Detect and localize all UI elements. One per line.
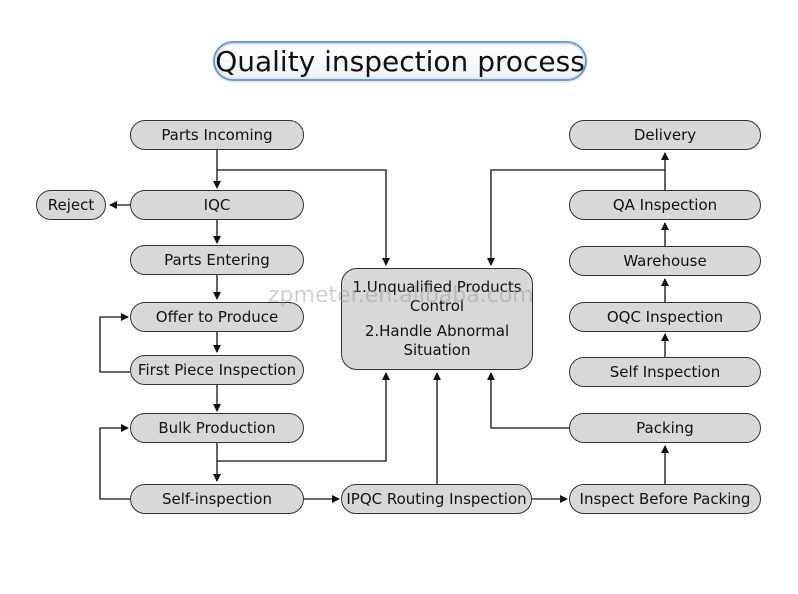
node-first-piece-inspection: First Piece Inspection xyxy=(130,355,304,385)
node-inspect-before-packing: Inspect Before Packing xyxy=(569,484,761,514)
node-parts-entering: Parts Entering xyxy=(130,245,304,275)
arrow-incoming-to-center xyxy=(217,169,390,266)
arrow-center-to-delivery-path xyxy=(487,169,665,266)
page-title: Quality inspection process xyxy=(213,41,587,81)
node-packing: Packing xyxy=(569,413,761,443)
node-offer-to-produce: Offer to Produce xyxy=(130,302,304,332)
loop-self-to-bulk xyxy=(99,424,130,500)
arrow-packing-to-center xyxy=(487,372,569,429)
node-ipqc-routing-inspection: IPQC Routing Inspection xyxy=(341,484,532,514)
node-parts-incoming: Parts Incoming xyxy=(130,120,304,150)
node-self-inspection-left: Self-inspection xyxy=(130,484,304,514)
node-warehouse: Warehouse xyxy=(569,246,761,276)
arrow-bulk-to-center xyxy=(217,372,390,462)
node-center-control: 1.Unqualified Products Control 2.Handle … xyxy=(341,268,533,370)
node-self-inspection-right: Self Inspection xyxy=(569,357,761,387)
node-iqc: IQC xyxy=(130,190,304,220)
node-bulk-production: Bulk Production xyxy=(130,413,304,443)
node-reject: Reject xyxy=(36,190,106,220)
node-delivery: Delivery xyxy=(569,120,761,150)
center-line-2: 2.Handle Abnormal Situation xyxy=(364,322,510,359)
node-oqc-inspection: OQC Inspection xyxy=(569,302,761,332)
node-qa-inspection: QA Inspection xyxy=(569,190,761,220)
center-line-1: 1.Unqualified Products Control xyxy=(352,278,522,315)
loop-first-to-offer xyxy=(99,313,130,373)
